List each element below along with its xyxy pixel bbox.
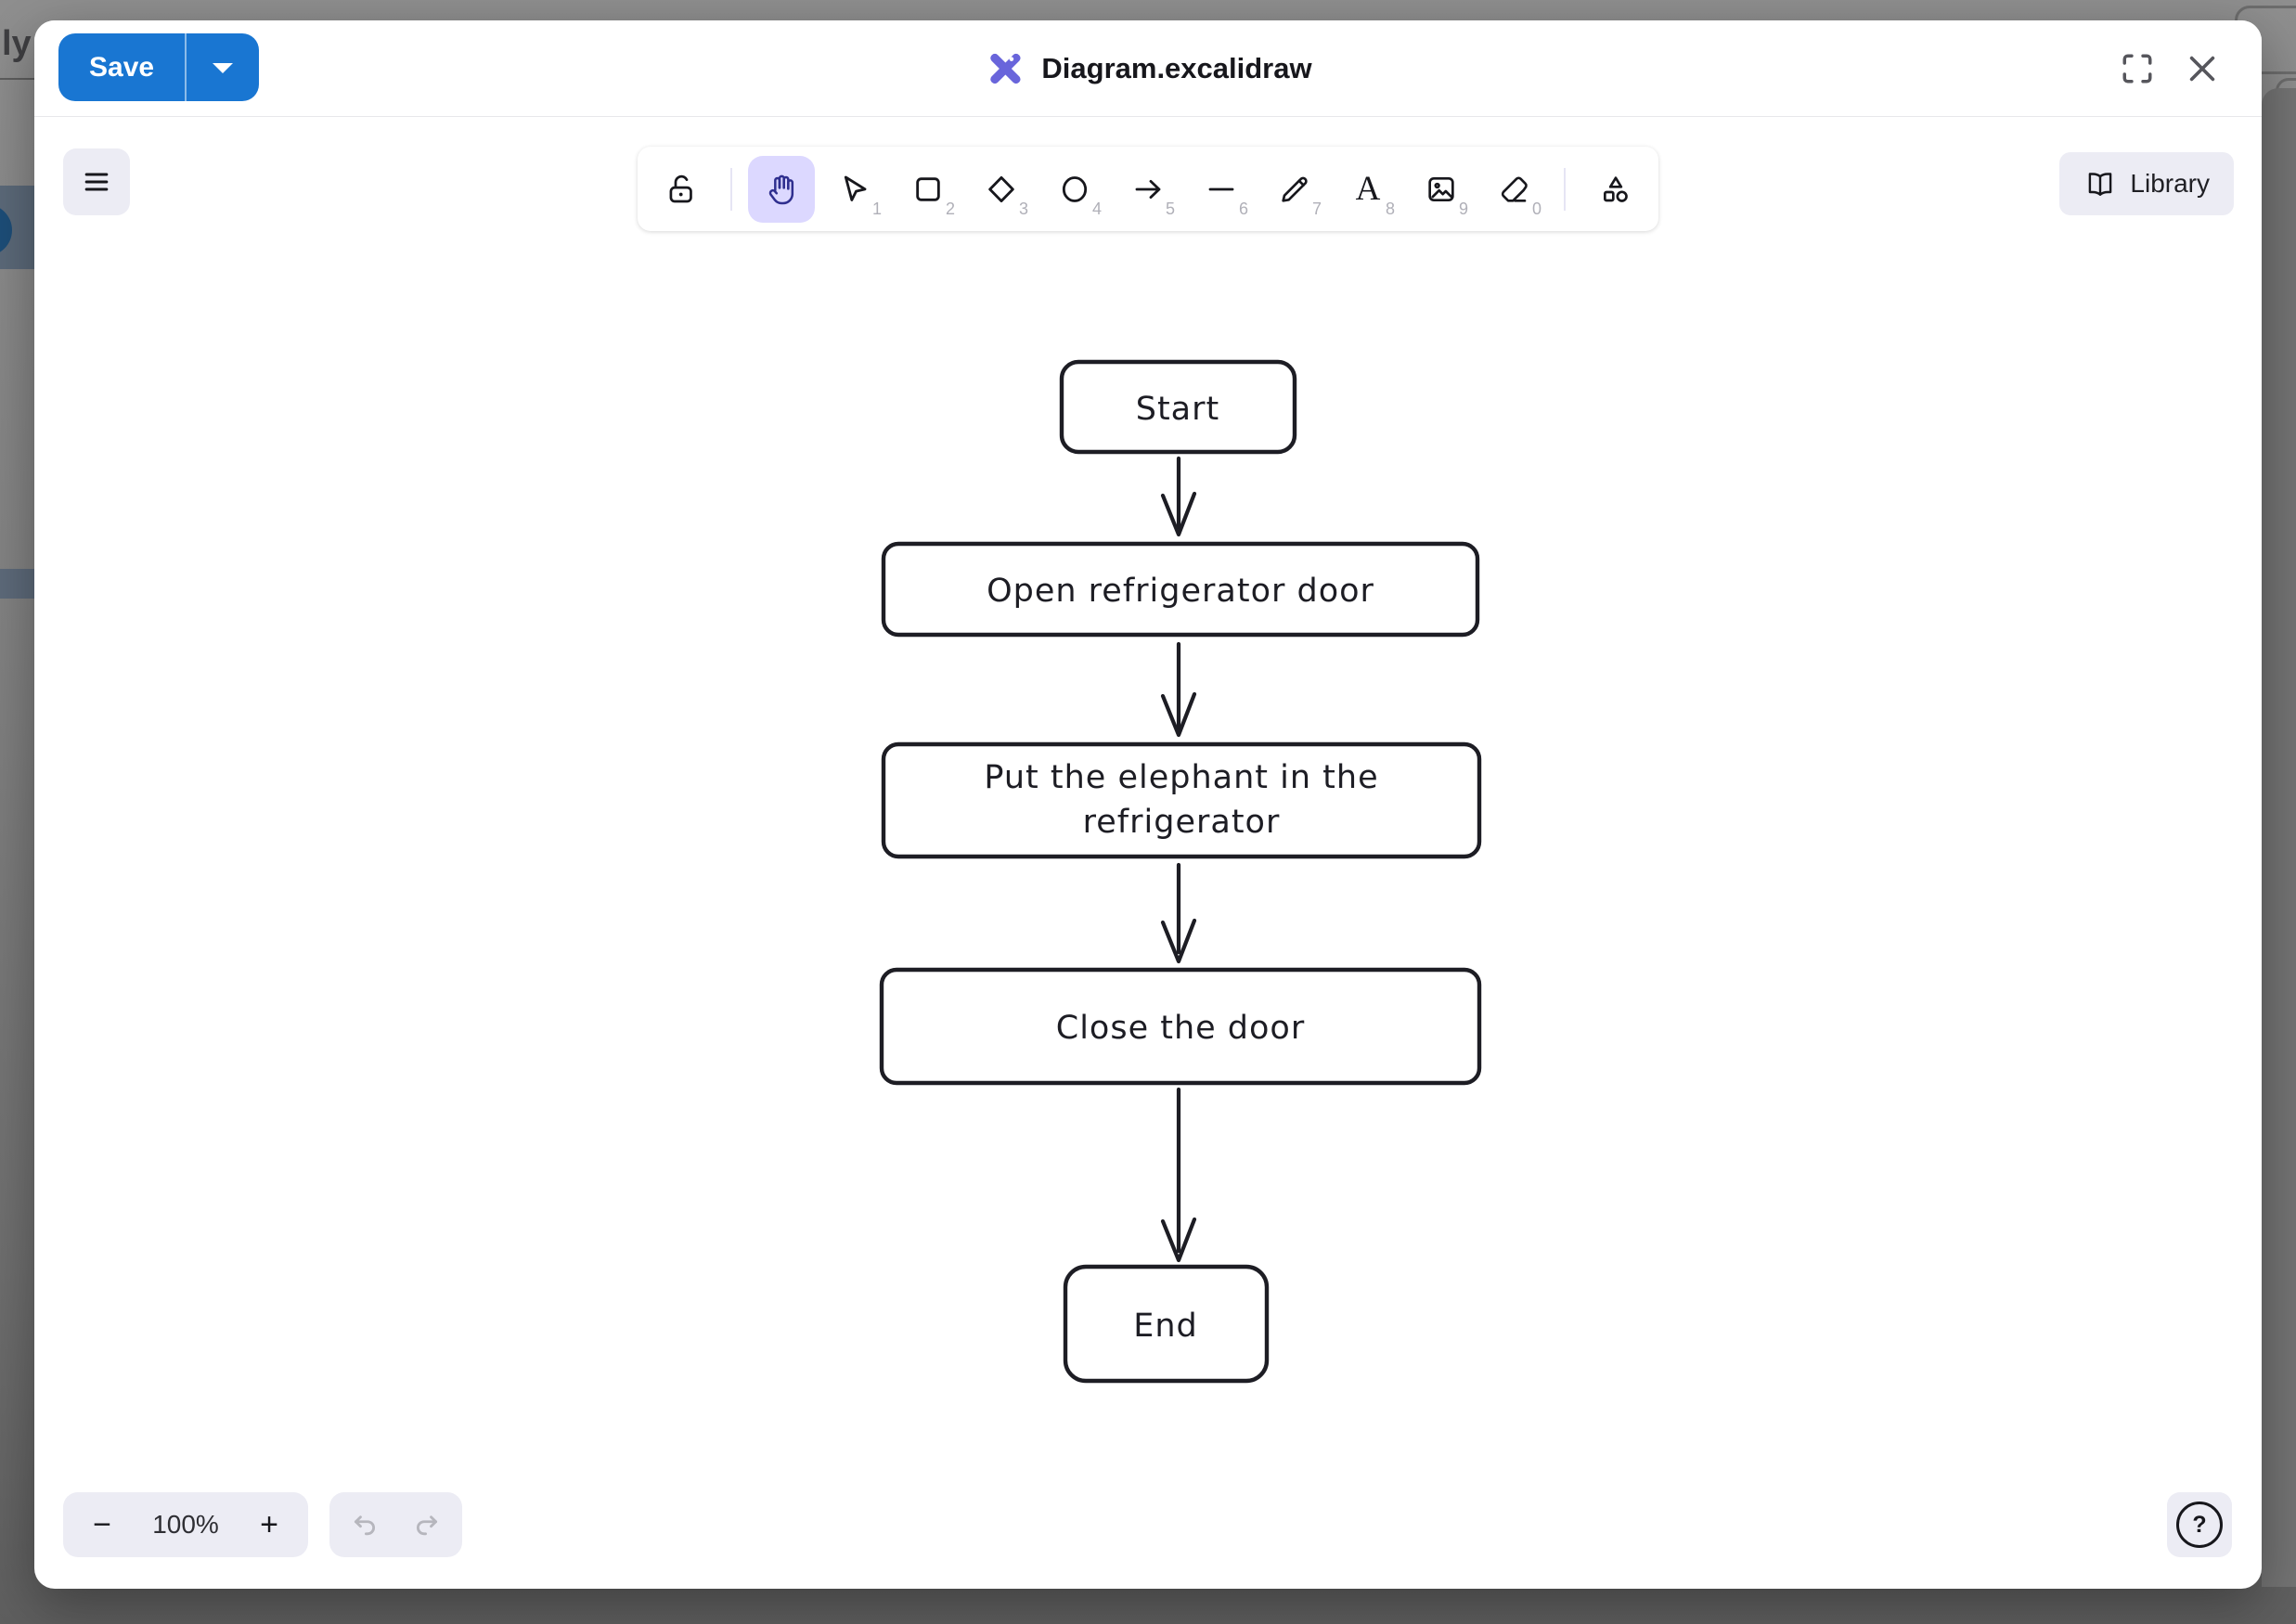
tool-image[interactable]: 9: [1408, 156, 1475, 223]
zoom-level[interactable]: 100%: [152, 1510, 219, 1539]
image-icon: [1428, 176, 1454, 201]
flowchart-arrow[interactable]: [1160, 641, 1197, 738]
flowchart-arrow[interactable]: [1160, 456, 1197, 537]
toolbar-divider: [1564, 167, 1566, 211]
shortcut-label: 1: [871, 199, 882, 218]
flowchart-node-open-door[interactable]: Open refrigerator door: [881, 541, 1480, 638]
menu-button[interactable]: [63, 148, 130, 215]
question-mark-icon: ?: [2176, 1502, 2223, 1548]
flowchart-node-close-door[interactable]: Close the door: [879, 967, 1482, 1086]
book-icon: [2089, 173, 2112, 196]
shortcut-label: 3: [1018, 199, 1028, 218]
flowchart-node-put-elephant[interactable]: Put the elephant in the refrigerator: [881, 741, 1482, 859]
node-label: Close the door: [1056, 1010, 1305, 1047]
zoom-out-button[interactable]: −: [63, 1492, 141, 1557]
tool-ellipse[interactable]: 4: [1041, 156, 1108, 223]
background-panel-fragment: [2262, 88, 2296, 1587]
close-icon: [2189, 56, 2215, 81]
fullscreen-button[interactable]: [2115, 46, 2160, 91]
shapes-icon: [1603, 175, 1628, 202]
toolbar-divider: [730, 167, 732, 211]
node-label: End: [1133, 1308, 1198, 1345]
tool-diamond[interactable]: 3: [968, 156, 1035, 223]
node-label: Open refrigerator door: [987, 573, 1374, 610]
tool-arrow[interactable]: 5: [1115, 156, 1181, 223]
help-button[interactable]: ?: [2167, 1492, 2232, 1557]
shortcut-label: 7: [1311, 199, 1322, 218]
history-controls: [329, 1492, 462, 1557]
tool-palette: 1 2 3 4: [638, 147, 1658, 231]
shortcut-label: 2: [945, 199, 955, 218]
diamond-icon: [988, 175, 1014, 202]
tool-hand[interactable]: [748, 155, 815, 223]
unlock-icon: [669, 174, 692, 202]
tool-rectangle[interactable]: 2: [895, 156, 961, 223]
dialog-title: Diagram.excalidraw: [1041, 51, 1312, 84]
undo-button[interactable]: [339, 1492, 391, 1557]
save-split-button: Save: [58, 33, 260, 101]
line-icon: [1208, 187, 1234, 190]
close-button[interactable]: [2180, 46, 2225, 91]
hand-icon: [768, 174, 794, 204]
hamburger-icon: [84, 173, 109, 191]
redo-icon: [416, 1515, 437, 1536]
zoom-controls: − 100% +: [63, 1492, 308, 1557]
tool-eraser[interactable]: 0: [1481, 156, 1548, 223]
topbar-actions: [2115, 20, 2225, 116]
dialog-title-group: Diagram.excalidraw: [984, 47, 1312, 90]
flowchart-node-start[interactable]: Start: [1059, 359, 1297, 455]
drawing-canvas[interactable]: Start Open refrigerator door Put the ele…: [34, 20, 2262, 1589]
flowchart-arrow[interactable]: [1160, 1087, 1197, 1263]
text-tool-icon: A: [1355, 170, 1381, 208]
flowchart-node-end[interactable]: End: [1063, 1264, 1270, 1384]
zoom-in-button[interactable]: +: [230, 1492, 308, 1557]
dialog-topbar: Save Diagram.excalidraw: [34, 20, 2262, 117]
shortcut-label: 5: [1165, 199, 1175, 218]
node-label-line: refrigerator: [1083, 804, 1281, 841]
rectangle-icon: [916, 176, 940, 201]
undo-icon: [355, 1515, 376, 1536]
ellipse-icon: [1062, 175, 1088, 202]
library-button[interactable]: Library: [2059, 152, 2234, 215]
tool-more-shapes[interactable]: [1581, 156, 1648, 223]
tool-selection[interactable]: 1: [821, 156, 888, 223]
shortcut-label: 8: [1385, 199, 1395, 218]
excalidraw-logo-icon: [990, 53, 1021, 84]
tool-draw[interactable]: 7: [1261, 156, 1328, 223]
excalidraw-dialog: Start Open refrigerator door Put the ele…: [34, 20, 2262, 1589]
background-divider-fragment: [0, 78, 34, 80]
node-label: Start: [1136, 391, 1220, 428]
tool-line[interactable]: 6: [1188, 156, 1255, 223]
arrow-icon: [1135, 179, 1161, 199]
background-row-fragment: [0, 569, 34, 599]
shortcut-label: 0: [1531, 199, 1541, 218]
cursor-icon: [844, 175, 867, 201]
eraser-icon: [1501, 176, 1528, 202]
shortcut-label: 6: [1238, 199, 1248, 218]
shortcut-label: 4: [1091, 199, 1102, 218]
save-dropdown-button[interactable]: [185, 33, 259, 101]
tool-text[interactable]: A 8: [1335, 156, 1401, 223]
redo-button[interactable]: [401, 1492, 453, 1557]
flowchart-arrow[interactable]: [1160, 862, 1197, 964]
library-label: Library: [2130, 169, 2210, 198]
shortcut-label: 9: [1458, 199, 1468, 218]
fullscreen-icon: [2122, 54, 2152, 83]
node-label-line: Put the elephant in the: [984, 759, 1378, 796]
tool-lock[interactable]: [648, 156, 715, 223]
chevron-down-icon: [213, 62, 234, 73]
save-button[interactable]: Save: [58, 33, 185, 101]
pencil-icon: [1282, 176, 1308, 202]
